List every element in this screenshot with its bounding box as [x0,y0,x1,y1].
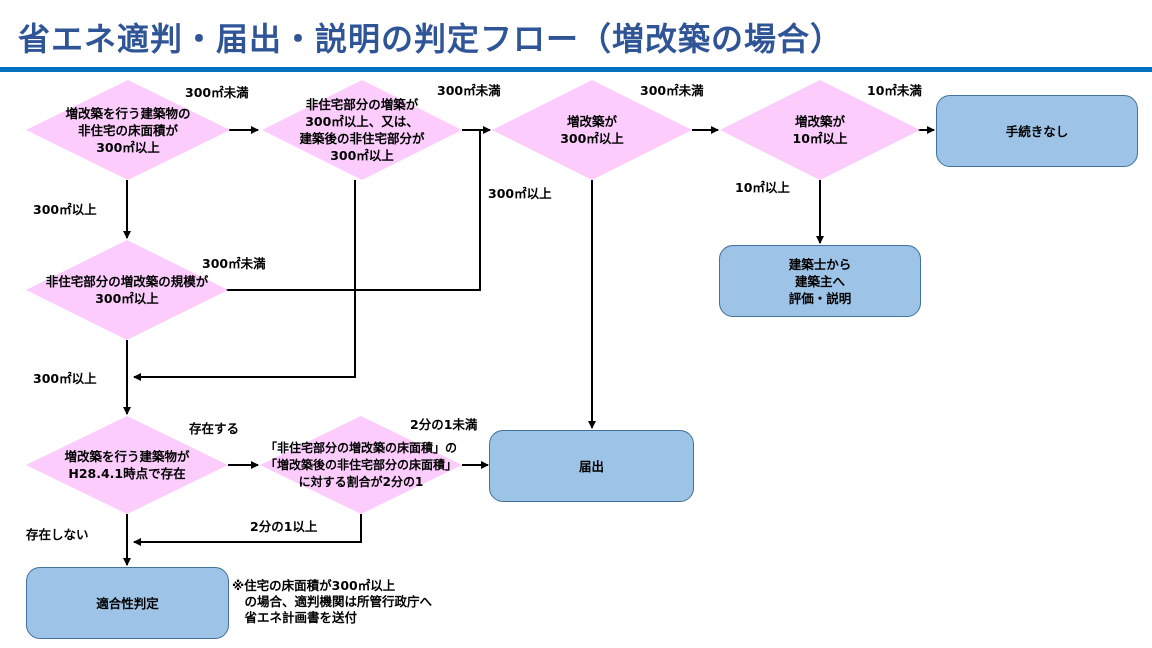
edge-label-d1-no: 300㎡未満 [185,85,249,100]
edge-label-d6-no: 存在しない [26,527,89,542]
decision-nonresidential-scale: 非住宅部分の増改築の規模が 300㎡以上 [26,240,228,340]
edge-label-d4-no: 10㎡未満 [867,83,922,98]
decision-text: 「非住宅部分の増改築の床面積」の 「増改築後の非住宅部分の床面積」 に対する割合… [264,440,457,489]
edge-label-d1-yes: 300㎡以上 [33,202,97,217]
page-title: 省エネ適判・届出・説明の判定フロー（増改築の場合） [18,20,844,58]
outcome-explanation: 建築士から 建築主へ 評価・説明 [719,245,921,317]
edge-label-d7-no: 2分の1未満 [410,417,478,432]
footnote: ※住宅の床面積が300㎡以上 の場合、適判機関は所管行政庁へ 省エネ計画書を送付 [232,578,433,625]
decision-ratio-half: 「非住宅部分の増改築の床面積」の 「増改築後の非住宅部分の床面積」 に対する割合… [260,416,462,514]
edge-d7-conformity [133,514,362,546]
decision-text: 非住宅部分の増築が 300㎡以上、又は、 建築後の非住宅部分が 300㎡以上 [299,97,425,163]
decision-extension-300: 増改築が 300㎡以上 [492,80,692,180]
outcome-conformity: 適合性判定 [26,567,229,639]
decision-text: 増改築が 300㎡以上 [560,114,624,146]
edge-d5-d3 [224,130,481,291]
outcome-no-procedure: 手続きなし [936,95,1138,167]
decision-nonresidential-area: 増改築を行う建築物の 非住宅の床面積が 300㎡以上 [26,80,230,180]
edge-label-d7-yes: 2分の1以上 [250,519,318,534]
edge-label-d5-yes: 300㎡以上 [33,371,97,386]
edge-label-d5-no: 300㎡未満 [202,256,266,271]
title-divider [0,67,1152,72]
edge-d2-d6 [133,180,356,381]
decision-extension-10: 増改築が 10㎡以上 [720,80,920,180]
decision-text: 増改築が 10㎡以上 [792,114,848,146]
decision-text: 増改築を行う建築物が H28.4.1時点で存在 [64,449,190,481]
edge-label-d3-yes: 300㎡以上 [488,186,552,201]
decision-text: 増改築を行う建築物の 非住宅の床面積が 300㎡以上 [65,105,191,155]
edge-label-d2-no: 300㎡未満 [437,83,501,98]
decision-existed-h28: 増改築を行う建築物が H28.4.1時点で存在 [26,416,228,514]
outcome-notification: 届出 [489,430,694,502]
edge-label-d3-no: 300㎡未満 [640,83,704,98]
edge-label-d6-yes: 存在する [189,421,240,436]
decision-nonresidential-extension: 非住宅部分の増築が 300㎡以上、又は、 建築後の非住宅部分が 300㎡以上 [262,80,462,180]
decision-text: 非住宅部分の増改築の規模が 300㎡以上 [45,274,209,306]
edge-label-d4-yes: 10㎡以上 [735,180,790,195]
